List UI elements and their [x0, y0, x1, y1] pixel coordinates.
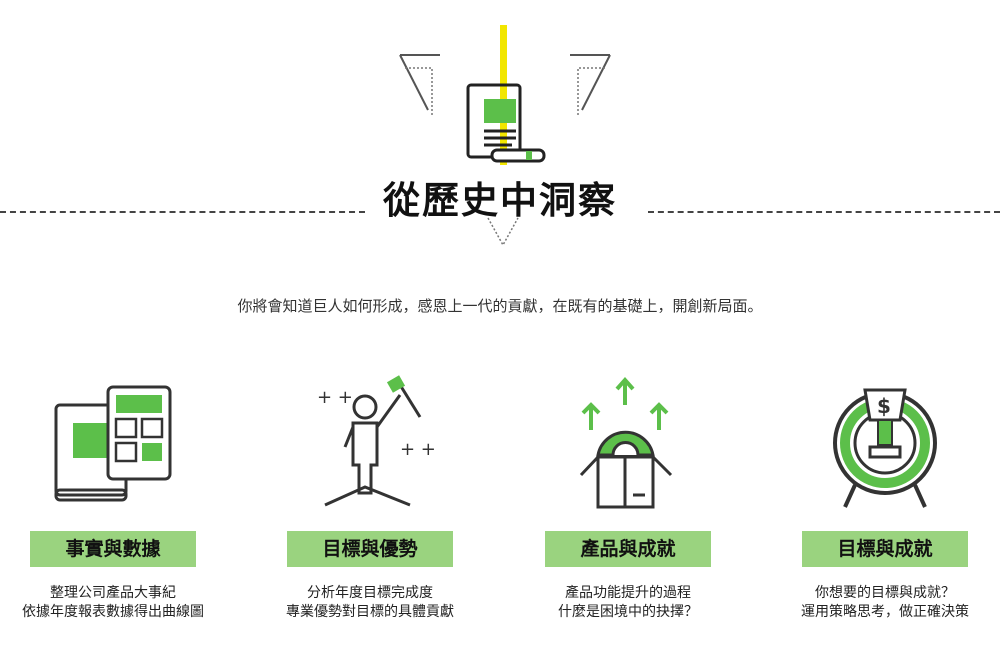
card-desc-line: 依據年度報表數據得出曲線圖	[22, 604, 204, 620]
feature-card: 事實與數據 整理公司產品大事紀依據年度報表數據得出曲線圖	[13, 375, 213, 622]
divider-right	[648, 211, 1000, 213]
header-decoration	[0, 0, 1000, 260]
card-desc-line: 你想要的目標與成就？	[815, 585, 955, 601]
feature-card: $ 目標與成就 你想要的目標與成就？ 運用策略思考，做正確決策	[785, 375, 985, 622]
box-gear-icon	[579, 376, 673, 509]
card-label: 目標與成就	[802, 531, 968, 567]
divider-left	[0, 211, 365, 213]
feature-card: 產品與成就 產品功能提升的過程什麼是困境中的抉擇？	[528, 375, 728, 622]
card-desc-line: 產品功能提升的過程	[565, 585, 691, 601]
card-desc-line: 什麼是困境中的抉擇？	[558, 604, 698, 620]
svg-text:$: $	[877, 394, 891, 418]
card-label: 事實與數據	[30, 531, 196, 567]
card-label: 目標與優勢	[287, 531, 453, 567]
card-label: 產品與成就	[545, 531, 711, 567]
trophy-target-icon: $	[833, 388, 937, 508]
page-title: 從歷史中洞察	[383, 179, 617, 222]
card-desc-line: 整理公司產品大事紀	[50, 585, 176, 601]
svg-text:+ +: + +	[400, 439, 435, 460]
book-pencil-icon	[399, 25, 611, 247]
feature-card: + + + + 目標與優勢 分析年度目標完成度專業優勢對目標的具體貢獻	[270, 375, 470, 622]
person-flag-icon: + + + +	[317, 375, 435, 507]
svg-text:+ +: + +	[317, 387, 353, 408]
card-desc-line: 專業優勢對目標的具體貢獻	[286, 604, 454, 620]
page-subtitle: 你將會知道巨人如何形成，感恩上一代的貢獻，在既有的基礎上，開創新局面。	[237, 297, 763, 315]
card-desc-line: 分析年度目標完成度	[307, 585, 433, 601]
card-desc-line: 運用策略思考，做正確決策	[801, 604, 969, 620]
book-calculator-icon	[54, 385, 172, 502]
